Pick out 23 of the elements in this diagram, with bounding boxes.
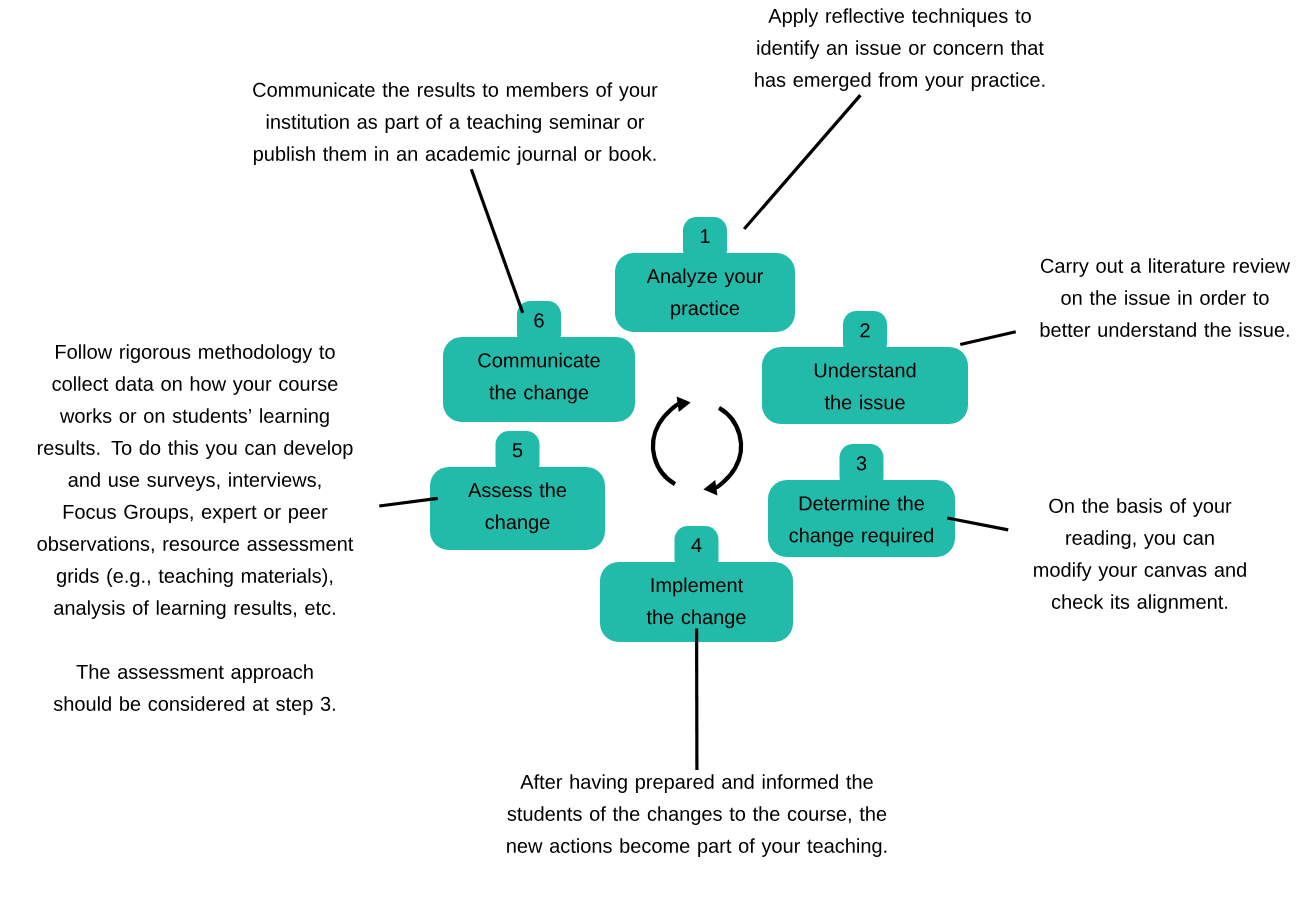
leader-line <box>469 168 525 314</box>
step-box: 1 Analyze your practice <box>615 217 795 332</box>
node-label: 5 <box>512 443 523 458</box>
description-text: Apply reflective techniques to identify an issue or concern that has emerged from your practice. <box>755 8 1045 91</box>
description-text: On the basis of your reading, you can modify your canvas and check its alignment. <box>1034 498 1246 613</box>
leader-line <box>946 516 1009 532</box>
leader-line <box>695 628 699 770</box>
step-box: 3 Determine the change required <box>768 444 955 557</box>
leader-line <box>959 330 1017 347</box>
leader-line <box>742 94 862 231</box>
leader-line <box>379 496 438 508</box>
node-label: 6 <box>534 313 544 328</box>
description-text: Follow rigorous methodology to collect data on how your course works or on students’ learning results. To do this you can develop and use surveys, interviews, Focus Groups, expert or peer observations, resource assessment grids (e.g., teaching materials), analysis of learning results, etc. The assessment approach should be considered at step 3. <box>37 344 354 715</box>
step-box: 5 Assess the change <box>430 431 605 550</box>
node-label: 4 <box>691 538 702 553</box>
node-label: 1 <box>700 229 710 244</box>
description-text: After having prepared and informed the students of the changes to the course, the new actions become part of your teaching. <box>507 774 887 857</box>
step-box: 6 Communicate the change <box>443 301 635 422</box>
step-box: 2 Understand the issue <box>762 311 968 424</box>
description-text: Carry out a literature review on the issue in order to better understand the issue. <box>1040 258 1291 337</box>
node-label: 2 <box>860 323 870 338</box>
description-text: Communicate the results to members of your institution as part of a teaching seminar or publish them in an academic journal or book. <box>253 82 658 165</box>
node-label: 3 <box>856 456 867 471</box>
